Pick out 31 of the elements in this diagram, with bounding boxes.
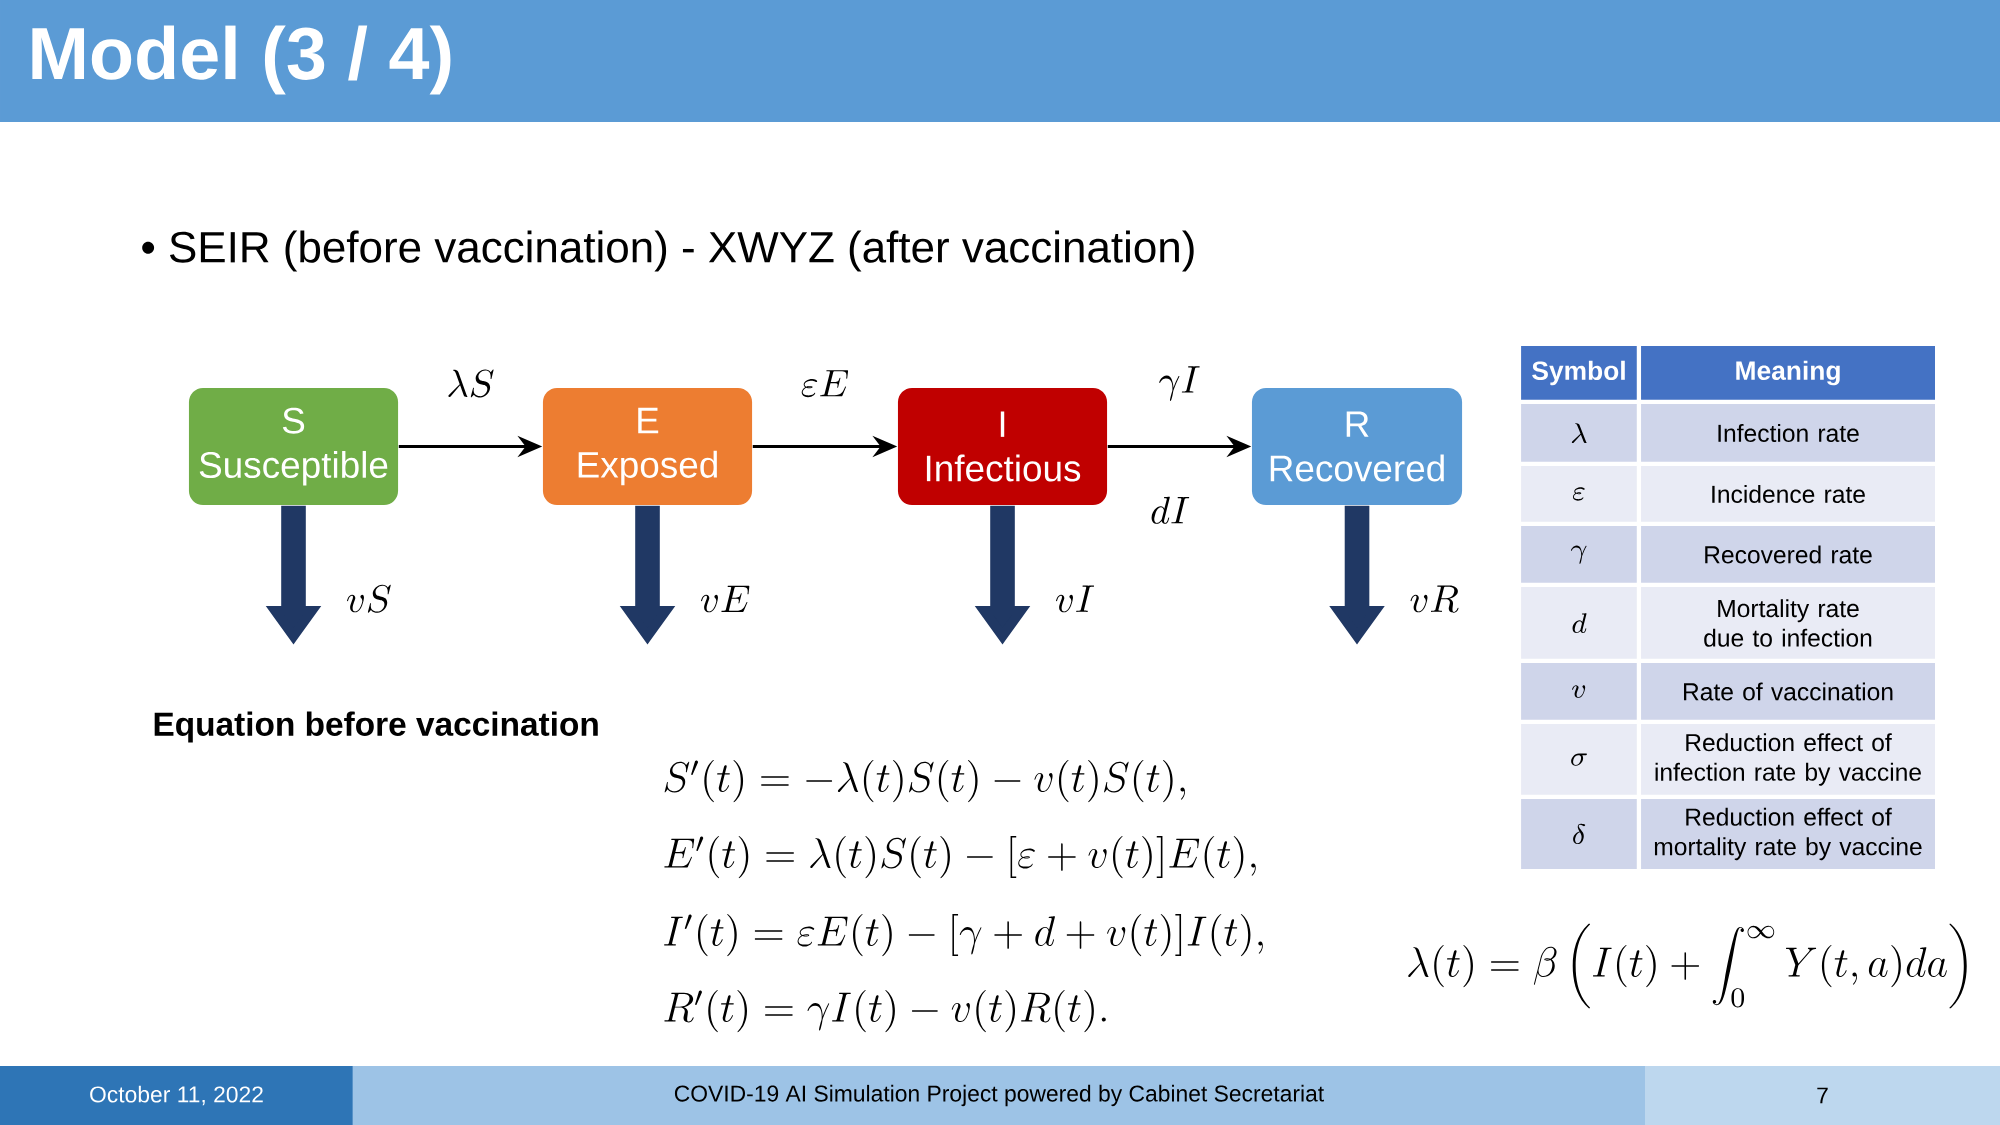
compartment-box: R Recovered xyxy=(1251,387,1463,505)
table-cell: $v$ xyxy=(1516,658,1642,725)
edge-label: $vI$ xyxy=(1056,585,1095,613)
table-cell: $\sigma$ xyxy=(1516,719,1642,800)
table-cell: $d$ xyxy=(1516,582,1642,664)
compartment-box: E Exposed xyxy=(542,387,753,505)
compartment-box: I Infectious xyxy=(897,387,1108,505)
compartment-box: S Susceptible xyxy=(188,387,399,505)
edge-label: $\lambda S$ xyxy=(442,366,499,401)
table-cell: $\delta$ xyxy=(1516,794,1642,874)
edge-label: $\gamma I$ xyxy=(1155,362,1205,404)
equation: $\lambda(t) = \beta\left(I(t) + \int_0^\infty Y(t,a)da\right)$ xyxy=(1408,923,1967,1009)
page-number: 7 xyxy=(1644,1066,2000,1125)
equation: $S'(t) = -\lambda(t)S(t) - v(t)S(t),$ xyxy=(664,759,1185,803)
title-bar: Model (3 / 4) xyxy=(0,0,2000,122)
footer-text: COVID-19 AI Simulation Project powered by Cabinet Secretariat xyxy=(352,1066,1646,1125)
footer-date: October 11, 2022 xyxy=(0,1066,354,1125)
bullet-text: • SEIR (before vaccination) - XWYZ (after vaccination) xyxy=(142,230,1194,272)
equation: $E'(t) = \lambda(t)S(t) - [\varepsilon + v(t)]E(t),$ xyxy=(664,835,1256,879)
equation: $R'(t) = \gamma I(t) - v(t)R(t).$ xyxy=(664,989,1106,1033)
table-cell: $\gamma$ xyxy=(1516,521,1642,588)
edge-label: $vS$ xyxy=(347,584,391,613)
edge-label: $\varepsilon E$ xyxy=(797,366,853,400)
table-cell: $\lambda$ xyxy=(1516,399,1642,467)
edge-label: $vR$ xyxy=(1410,585,1459,613)
edge-label: $vE$ xyxy=(701,585,750,613)
table-header-cell: Symbol xyxy=(1516,341,1642,405)
equation: $I'(t) = \varepsilon E(t) - [\gamma + d + v(t)]I(t),$ xyxy=(664,913,1263,957)
rate-label: $dI$ xyxy=(1151,496,1190,524)
table-cell: $\varepsilon$ xyxy=(1516,461,1642,527)
section-heading: Equation before vaccination xyxy=(154,711,598,743)
